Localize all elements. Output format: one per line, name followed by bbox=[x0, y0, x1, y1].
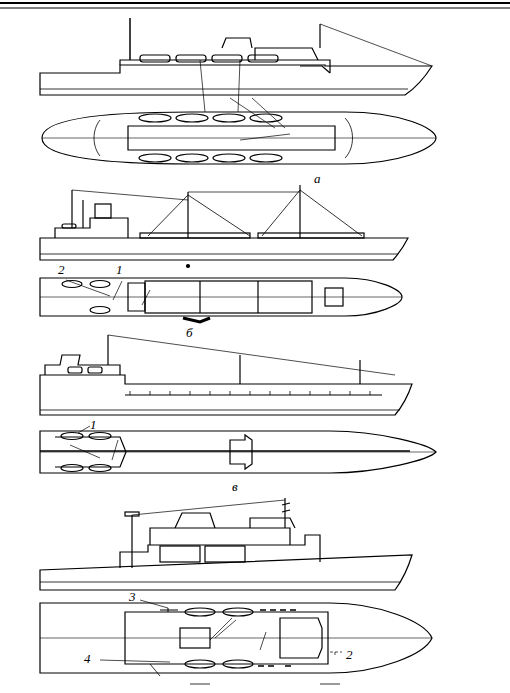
callout-label: в bbox=[232, 480, 238, 493]
callout-label: 4 bbox=[84, 652, 91, 665]
callout-label: б bbox=[186, 326, 193, 339]
callout-label: а bbox=[314, 172, 321, 185]
callout-label: 2 bbox=[346, 648, 353, 661]
callout-label: 1 bbox=[116, 263, 123, 276]
callout-label: 2 bbox=[58, 263, 65, 276]
callout-label: 1 bbox=[90, 418, 97, 431]
callout-label: 3 bbox=[129, 590, 136, 603]
